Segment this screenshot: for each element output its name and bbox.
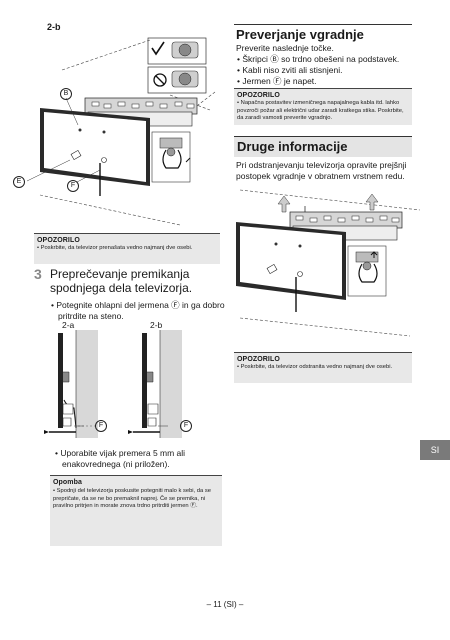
removal-text: Pri odstranjevanju televizorja opravite … xyxy=(236,160,407,181)
note-text: • Spodnji del televizorja poskusite pote… xyxy=(53,488,211,509)
verification-item: • Jermen Ⓕ je napet. xyxy=(237,76,317,86)
callout-b: B xyxy=(60,88,72,100)
section-rule xyxy=(234,24,412,25)
warning-box-1: OPOZORILO • Poskrbite, da televizor pren… xyxy=(34,233,220,264)
page-number: – 11 (SI) – xyxy=(206,600,244,609)
step-number: 3 xyxy=(34,266,42,282)
callout-f-2a: F xyxy=(95,420,107,432)
warning-title: OPOZORILO xyxy=(237,356,280,363)
correct-hook-figure xyxy=(147,37,207,65)
step-instruction-text: Potegnite ohlapni del jermena Ⓕ in ga do… xyxy=(56,300,225,321)
section-header-other: Druge informacije xyxy=(234,136,412,157)
warning-title: OPOZORILO xyxy=(37,237,80,244)
callout-e: E xyxy=(13,176,25,188)
callout-f: F xyxy=(67,180,79,192)
note-box: Opomba • Spodnji del televizorja poskusi… xyxy=(50,475,222,546)
step-instruction: • Potegnite ohlapni del jermena Ⓕ in ga … xyxy=(51,300,225,321)
warning-box-3: OPOZORILO • Poskrbite, da televizor odst… xyxy=(234,352,412,383)
step-2b-label: 2-b xyxy=(47,22,61,32)
step-title: Preprečevanje premikanja spodnjega dela … xyxy=(50,267,193,295)
note-title: Opomba xyxy=(53,479,82,486)
verification-item: • Kabli niso zviti ali stisnjeni. xyxy=(237,65,343,75)
screw-note: • Uporabite vijak premera 5 mm ali enako… xyxy=(55,448,186,469)
sub-step-2a-label: 2-a xyxy=(62,320,75,330)
screw-note-text: Uporabite vijak premera 5 mm ali enakovr… xyxy=(60,448,186,469)
warning-text: • Poskrbite, da televizor odstranita ved… xyxy=(237,364,393,370)
warning-title: OPOZORILO xyxy=(237,92,280,99)
section-title-other: Druge informacije xyxy=(237,139,348,154)
section-title-verification: Preverjanje vgradnje xyxy=(236,27,364,42)
language-tab: SI xyxy=(420,440,450,460)
warning-text: • Poskrbite, da televizor prenašata vedn… xyxy=(37,245,193,251)
verification-item: • Škripci Ⓑ so trdno obešeni na podstave… xyxy=(237,54,400,64)
verification-intro: Preverite naslednje točke. xyxy=(236,43,334,53)
incorrect-hook-figure xyxy=(147,66,207,94)
verification-list: Preverite naslednje točke. • Škripci Ⓑ s… xyxy=(236,43,416,87)
warning-box-2: OPOZORILO • Napačna postavitev izmenične… xyxy=(234,88,412,125)
callout-f-2b: F xyxy=(180,420,192,432)
warning-text: • Napačna postavitev izmeničnega napajal… xyxy=(237,100,404,121)
sub-step-2b-label: 2-b xyxy=(150,320,163,330)
